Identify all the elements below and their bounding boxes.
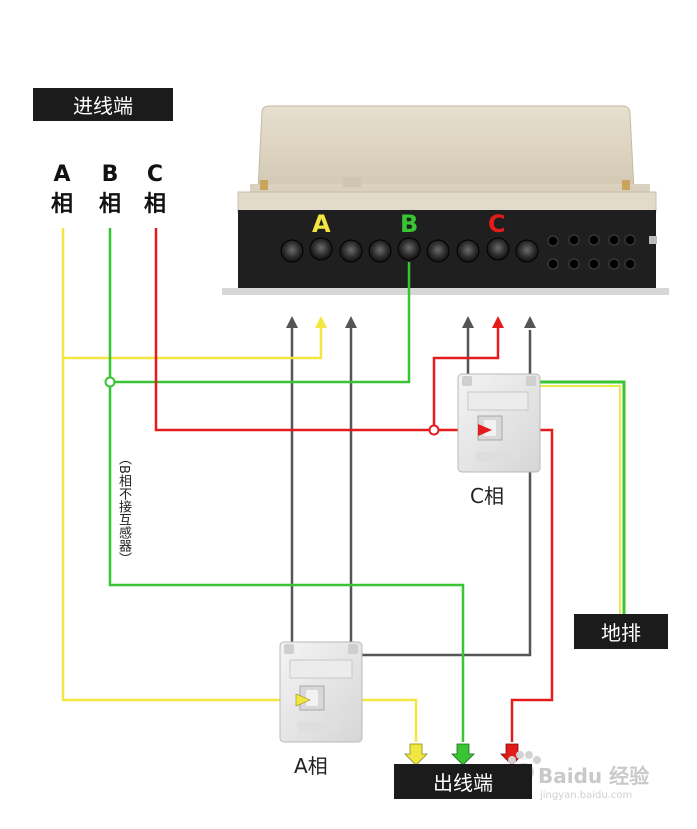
arrows-down <box>404 743 524 766</box>
terminal-screw <box>426 239 450 263</box>
b-phase-note: （B相不接互感器） <box>116 452 131 565</box>
ground-bar-label: 地排 <box>574 614 668 649</box>
terminal-screw <box>397 237 421 261</box>
wires <box>61 228 626 742</box>
phase-c-label: C 相 <box>140 160 170 220</box>
terminal-screw <box>280 239 304 263</box>
terminal-screw <box>456 239 480 263</box>
watermark-brand: Baidu 经验 <box>538 764 650 788</box>
meter-terminal-c-label: C <box>488 210 506 238</box>
outgoing-label: 出线端 <box>394 764 532 799</box>
wire-phase-c-meter <box>432 322 500 430</box>
junction-b <box>104 376 116 388</box>
phase-a-suffix: 相 <box>50 192 73 217</box>
ct-a-label: A相 <box>294 754 328 778</box>
phase-b-label: B 相 <box>95 160 125 220</box>
watermark-url: jingyan.baidu.com <box>540 790 633 801</box>
wire-phase-c-out <box>510 428 554 742</box>
ct-phase-a <box>279 641 363 743</box>
incoming-label: 进线端 <box>33 88 173 121</box>
terminal-hole <box>568 258 580 270</box>
terminal-screw <box>309 237 333 261</box>
terminal-hole <box>588 234 600 246</box>
arrow-up-gray <box>524 316 536 328</box>
ct-c-label: C相 <box>470 484 504 508</box>
arrow-down-yellow <box>404 743 428 766</box>
wire-phase-c-main <box>154 228 484 432</box>
phase-a-label: A 相 <box>47 160 77 220</box>
wire-phase-b-meter <box>110 262 411 384</box>
terminal-hole <box>547 235 559 247</box>
terminal-block <box>280 234 636 270</box>
phase-c-letter: C <box>146 162 164 187</box>
arrow-right-red <box>478 424 492 436</box>
terminal-screw <box>368 239 392 263</box>
wire-ground-green <box>532 380 626 614</box>
wire-gray-neutral-loop <box>349 320 532 657</box>
wire-phase-a-main <box>61 228 300 702</box>
terminal-hole <box>568 234 580 246</box>
arrow-down-green <box>451 743 475 766</box>
phase-b-suffix: 相 <box>98 192 121 217</box>
terminal-hole <box>588 258 600 270</box>
terminal-screw <box>339 239 363 263</box>
arrow-up-yellow <box>315 316 327 328</box>
terminal-hole <box>608 234 620 246</box>
meter-terminal-a-label: A <box>312 210 331 238</box>
terminal-hole <box>624 258 636 270</box>
arrow-up-red <box>492 316 504 328</box>
terminal-hole <box>547 258 559 270</box>
wire-ground-yellow <box>532 385 621 614</box>
terminal-screw <box>486 237 510 261</box>
junction-c <box>428 424 440 436</box>
terminal-hole <box>624 234 636 246</box>
arrows-up <box>286 316 536 328</box>
terminal-screw <box>515 239 539 263</box>
phase-c-suffix: 相 <box>143 192 166 217</box>
phase-b-letter: B <box>101 162 119 187</box>
arrow-up-gray <box>345 316 357 328</box>
phase-a-letter: A <box>53 162 71 187</box>
wire-phase-a-meter <box>63 322 323 360</box>
meter-box <box>222 105 669 295</box>
ct-phase-c <box>457 373 541 473</box>
meter-terminal-b-label: B <box>400 210 419 238</box>
arrow-up-gray <box>286 316 298 328</box>
arrow-up-gray <box>462 316 474 328</box>
wire-phase-b-main <box>108 228 465 742</box>
arrow-right-yellow <box>295 693 311 707</box>
terminal-hole <box>608 258 620 270</box>
wire-phase-a-out <box>362 698 418 742</box>
arrow-down-red <box>500 743 524 766</box>
